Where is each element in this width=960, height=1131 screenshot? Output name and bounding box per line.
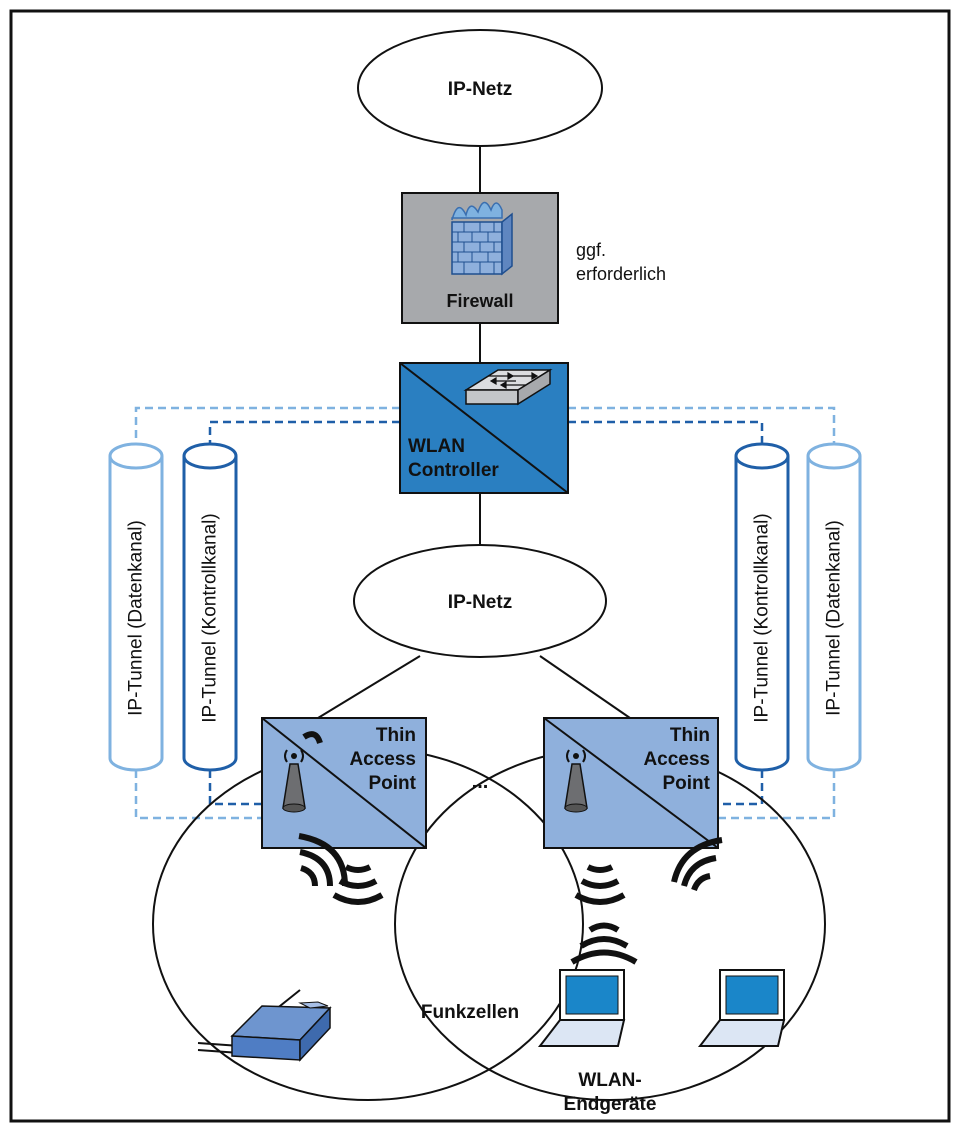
printer-wifi-icon <box>298 833 348 887</box>
middle-ip-network: IP-Netz <box>353 544 607 658</box>
access-point-ellipsis: ... <box>472 771 489 793</box>
tunnel-right-control: IP-Tunnel (Kontrollkanal) <box>734 442 790 772</box>
top-ip-network-label: IP-Netz <box>448 79 512 100</box>
wifi-signal-icon <box>570 922 638 965</box>
wlan-devices-label-line2: Endgeräte <box>564 1094 657 1115</box>
access-point-right-line3: Point <box>663 773 711 794</box>
firewall-icon <box>451 201 513 276</box>
firewall-note-line1: ggf. <box>576 240 606 260</box>
tunnel-right-data-label: IP-Tunnel (Datenkanal) <box>824 520 845 716</box>
access-point-left-line1: Thin <box>376 725 416 746</box>
tunnel-left-control: IP-Tunnel (Kontrollkanal) <box>182 442 238 772</box>
antenna-icon <box>282 749 306 813</box>
printer-icon <box>197 989 332 1062</box>
firewall-label: Firewall <box>446 291 513 311</box>
network-links <box>317 146 631 719</box>
wlan-controller-label-line1: WLAN <box>408 436 465 457</box>
laptop-icon <box>537 969 626 1047</box>
radio-cells-label: Funkzellen <box>421 1002 519 1023</box>
top-ip-network: IP-Netz <box>357 29 603 147</box>
access-point-right-line1: Thin <box>670 725 710 746</box>
switch-icon <box>463 368 553 406</box>
access-point-left-line2: Access <box>349 749 416 770</box>
tunnel-right-data: IP-Tunnel (Datenkanal) <box>806 442 862 772</box>
access-point-right: Thin Access Point <box>543 717 719 849</box>
firewall-box: Firewall <box>401 192 559 324</box>
antenna-icon <box>564 749 588 813</box>
laptop-icon <box>697 969 786 1047</box>
access-point-left-line3: Point <box>369 773 417 794</box>
wlan-controller-label-line2: Controller <box>408 460 499 481</box>
wlan-devices-label-line1: WLAN- <box>578 1070 641 1091</box>
middle-ip-network-label: IP-Netz <box>448 592 512 613</box>
access-point-left: Thin Access Point <box>261 717 427 849</box>
wlan-controller-box: WLAN Controller <box>399 362 569 494</box>
wifi-signal-icon <box>302 731 323 744</box>
tunnel-left-data-label: IP-Tunnel (Datenkanal) <box>126 520 147 716</box>
wifi-signal-icon <box>574 864 626 905</box>
firewall-note-line2: erforderlich <box>576 264 666 284</box>
access-point-right-line2: Access <box>643 749 710 770</box>
tunnel-right-control-label: IP-Tunnel (Kontrollkanal) <box>752 513 773 722</box>
laptop-wifi-icon <box>671 837 723 892</box>
data-channel-routes <box>134 406 836 820</box>
tunnel-left-data: IP-Tunnel (Datenkanal) <box>108 442 164 772</box>
tunnel-left-control-label: IP-Tunnel (Kontrollkanal) <box>200 513 221 722</box>
